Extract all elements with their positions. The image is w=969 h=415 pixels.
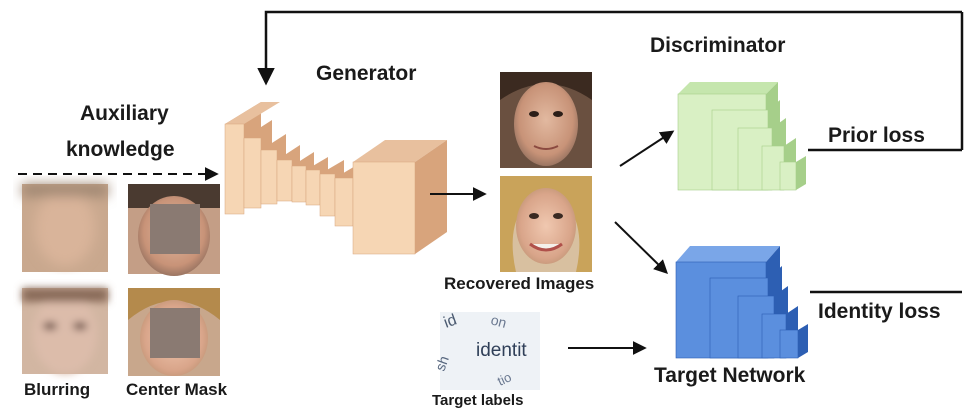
knowledge-label: knowledge [66,138,175,161]
to-discriminator-arrow [619,130,675,167]
masked-face-2 [128,288,220,376]
blurred-face-2 [22,288,108,374]
prior-loss-label: Prior loss [828,124,925,147]
auxiliary-label: Auxiliary [80,102,169,125]
svg-text:sh: sh [432,354,452,373]
target-network-label: Target Network [654,364,806,387]
feedback-arrow [257,10,962,86]
svg-text:id: id [442,312,460,332]
blurred-face-1 [22,184,108,272]
generator-slab [305,157,328,206]
generator-label: Generator [316,62,417,85]
target-network-block [675,246,808,359]
discriminator-label: Discriminator [650,34,786,57]
discriminator-block [677,82,806,191]
svg-text:on: on [489,311,508,330]
recovered-images-label: Recovered Images [444,274,595,293]
generator-block [224,102,447,255]
target-labels-label: Target labels [432,392,524,409]
generator-output-slab [352,140,447,255]
blurring-label: Blurring [24,380,91,399]
center-mask-label: Center Mask [126,380,228,399]
label-image-word: identit [476,340,527,361]
recovered-image-2 [500,176,592,272]
identity-loss-label: Identity loss [818,300,941,323]
to-target-network-arrow [614,221,668,274]
masked-face-1 [128,184,220,276]
svg-text:tio: tio [495,369,514,388]
target-labels-image: id on sh tio identit [432,311,540,390]
recovered-image-1 [500,72,592,168]
